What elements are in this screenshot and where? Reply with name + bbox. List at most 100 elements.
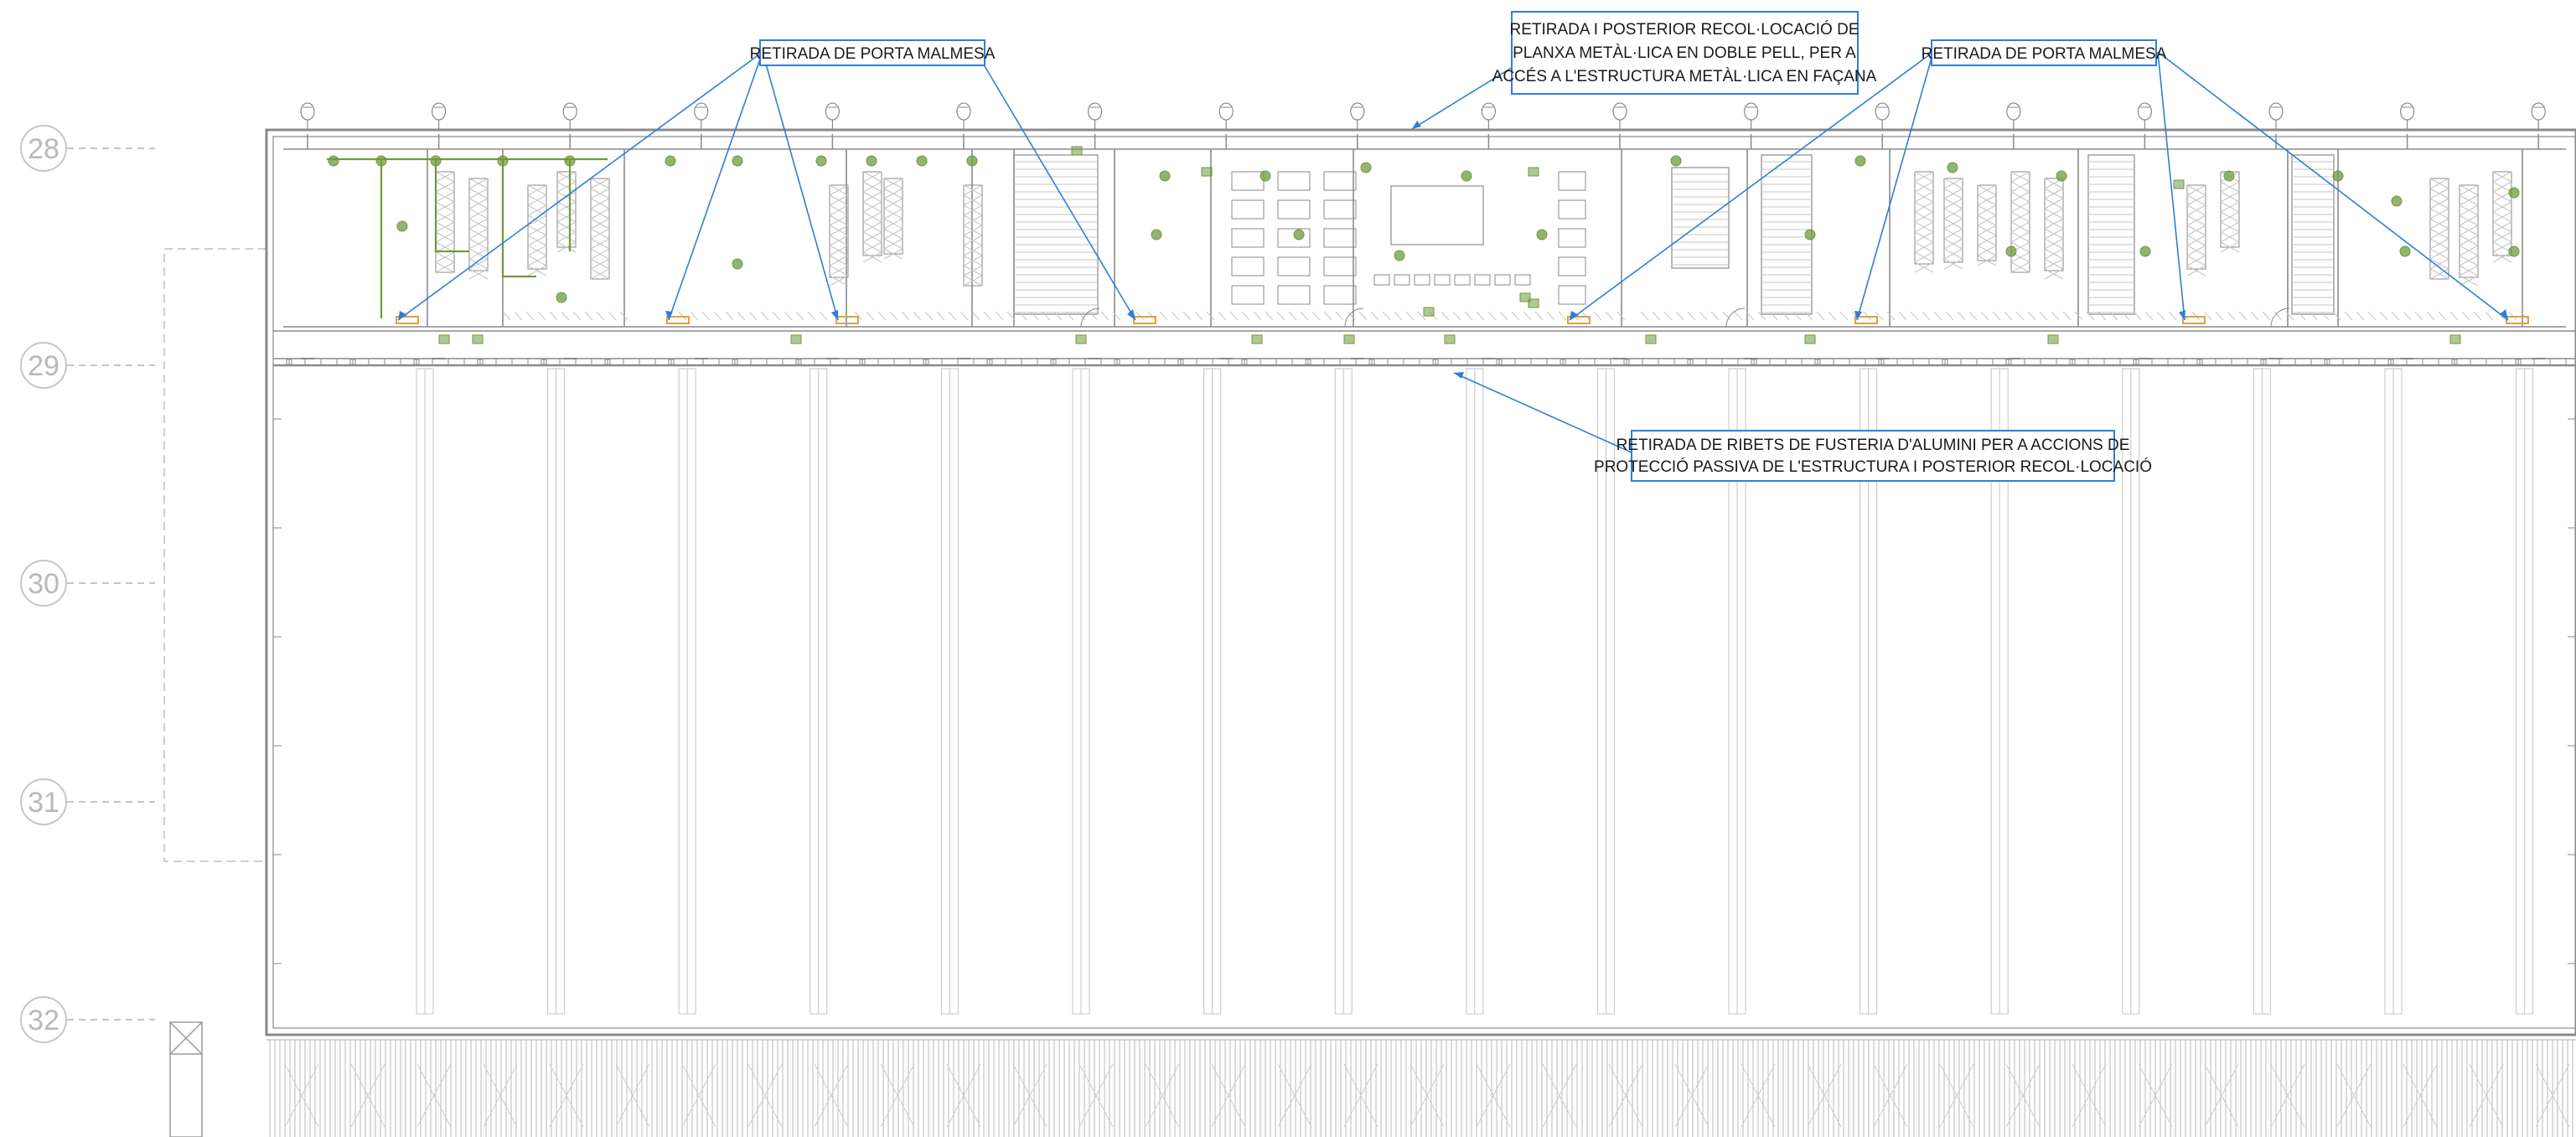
bench-hatch	[2367, 311, 2377, 321]
bench-hatch	[1370, 311, 1379, 321]
bench-hatch	[2086, 311, 2095, 321]
bench-hatch	[1839, 311, 1849, 321]
mullion-post	[2196, 359, 2203, 365]
fixture-stack	[862, 171, 882, 263]
bench-hatch	[514, 311, 523, 321]
bench-hatch	[1910, 311, 1919, 321]
fixture-stack	[2220, 171, 2240, 253]
service-point	[2139, 245, 2151, 257]
bench-hatch	[2098, 311, 2107, 321]
bench-hatch	[1265, 311, 1274, 321]
service-point	[1804, 229, 1816, 240]
mullion-post	[1368, 359, 1375, 365]
bench-hatch	[760, 311, 769, 321]
bench-hatch	[2215, 311, 2224, 321]
service-box	[1251, 334, 1263, 344]
roof-marker	[2531, 102, 2546, 131]
mullion-post	[604, 359, 611, 365]
bench-hatch	[2297, 311, 2306, 321]
roof-marker	[562, 102, 577, 131]
callout-porta-left-text: RETIRADA DE PORTA MALMESA	[750, 45, 996, 63]
bench-hatch	[2015, 311, 2025, 321]
fixture-stack	[2492, 171, 2512, 263]
service-point	[2223, 170, 2235, 182]
table	[1231, 285, 1265, 305]
bench-hatch	[713, 311, 722, 321]
cladding-brace	[2336, 1063, 2372, 1128]
service-point	[2399, 245, 2411, 257]
callout-planxa-line-1: RETIRADA I POSTERIOR RECOL·LOCACIÓ DE	[1509, 20, 1859, 39]
bench-hatch	[948, 311, 957, 321]
fixture-stack	[435, 171, 455, 273]
mullion-post	[2324, 359, 2330, 365]
stair	[2087, 154, 2135, 315]
table	[1277, 285, 1311, 305]
fixture-stack	[2459, 184, 2479, 287]
service-point	[1360, 162, 1372, 173]
bench-hatch	[1194, 311, 1203, 321]
damaged-door	[666, 316, 690, 324]
bench-hatch	[725, 311, 734, 321]
service-point	[497, 155, 509, 167]
cladding-brace	[681, 1063, 716, 1128]
fixture-stack	[2186, 184, 2206, 276]
mullion-post	[1305, 359, 1311, 365]
bench-hatch	[1687, 311, 1696, 321]
bench-hatch	[1640, 311, 1649, 321]
door-swing	[1080, 308, 1100, 328]
mullion-post	[668, 359, 675, 365]
fixture-stack	[1977, 184, 1997, 266]
callout-ribets-line-2: PROTECCIÓ PASSIVA DE L'ESTRUCTURA I POST…	[1594, 457, 2152, 476]
damaged-door	[1133, 316, 1156, 324]
lower-stair-symbol	[169, 1021, 203, 1137]
mullion-post	[1432, 359, 1439, 365]
service-point	[866, 155, 877, 167]
mullion-post	[2387, 359, 2394, 365]
bench-hatch	[1323, 311, 1332, 321]
bench-hatch	[619, 311, 628, 321]
bench-hatch	[1065, 311, 1074, 321]
bench-hatch	[2227, 311, 2236, 321]
cladding-brace	[1012, 1063, 1047, 1128]
callout-planxa: RETIRADA I POSTERIOR RECOL·LOCACIÓ DE PL…	[1492, 11, 1877, 95]
service-box	[1528, 167, 1539, 177]
bench-hatch	[1534, 311, 1544, 321]
bench-hatch	[924, 311, 934, 321]
bench-hatch	[1980, 311, 1989, 321]
fixture-stack	[883, 178, 903, 260]
cladding-brace	[1741, 1063, 1776, 1128]
roof-marker	[694, 102, 709, 131]
bench-hatch	[1288, 311, 1297, 321]
cladding-brace	[2005, 1063, 2041, 1128]
bench	[1414, 274, 1430, 286]
callout-arrowheads	[398, 121, 2508, 379]
service-point	[815, 155, 827, 167]
door-swing	[1725, 308, 1746, 328]
service-box	[1423, 307, 1435, 317]
bench-hatch	[1757, 311, 1766, 321]
bench-hatch	[1616, 311, 1626, 321]
roof-marker	[431, 102, 447, 131]
mullion-post	[1751, 359, 1757, 365]
furniture	[435, 171, 2529, 321]
bench-hatch	[1652, 311, 1661, 321]
roof-marker	[2006, 102, 2021, 131]
cladding-brace	[2403, 1063, 2438, 1128]
bench-hatch	[1112, 311, 1121, 321]
service-point	[1947, 162, 1958, 173]
roof-marker	[2268, 102, 2284, 131]
bench-hatch	[913, 311, 922, 321]
bench-hatch	[819, 311, 828, 321]
cladding-brace	[1343, 1063, 1379, 1128]
bench-hatch	[2051, 311, 2060, 321]
service-point	[1854, 155, 1866, 167]
bench-hatch	[1311, 311, 1321, 321]
fixture-stack	[963, 184, 983, 287]
bench-hatch	[784, 311, 793, 321]
bench-hatch	[971, 311, 980, 321]
bench	[1434, 274, 1451, 286]
bench-hatch	[1276, 311, 1285, 321]
bench-hatch	[2250, 311, 2259, 321]
bench-hatch	[1675, 311, 1684, 321]
cladding-brace	[1608, 1063, 1643, 1128]
